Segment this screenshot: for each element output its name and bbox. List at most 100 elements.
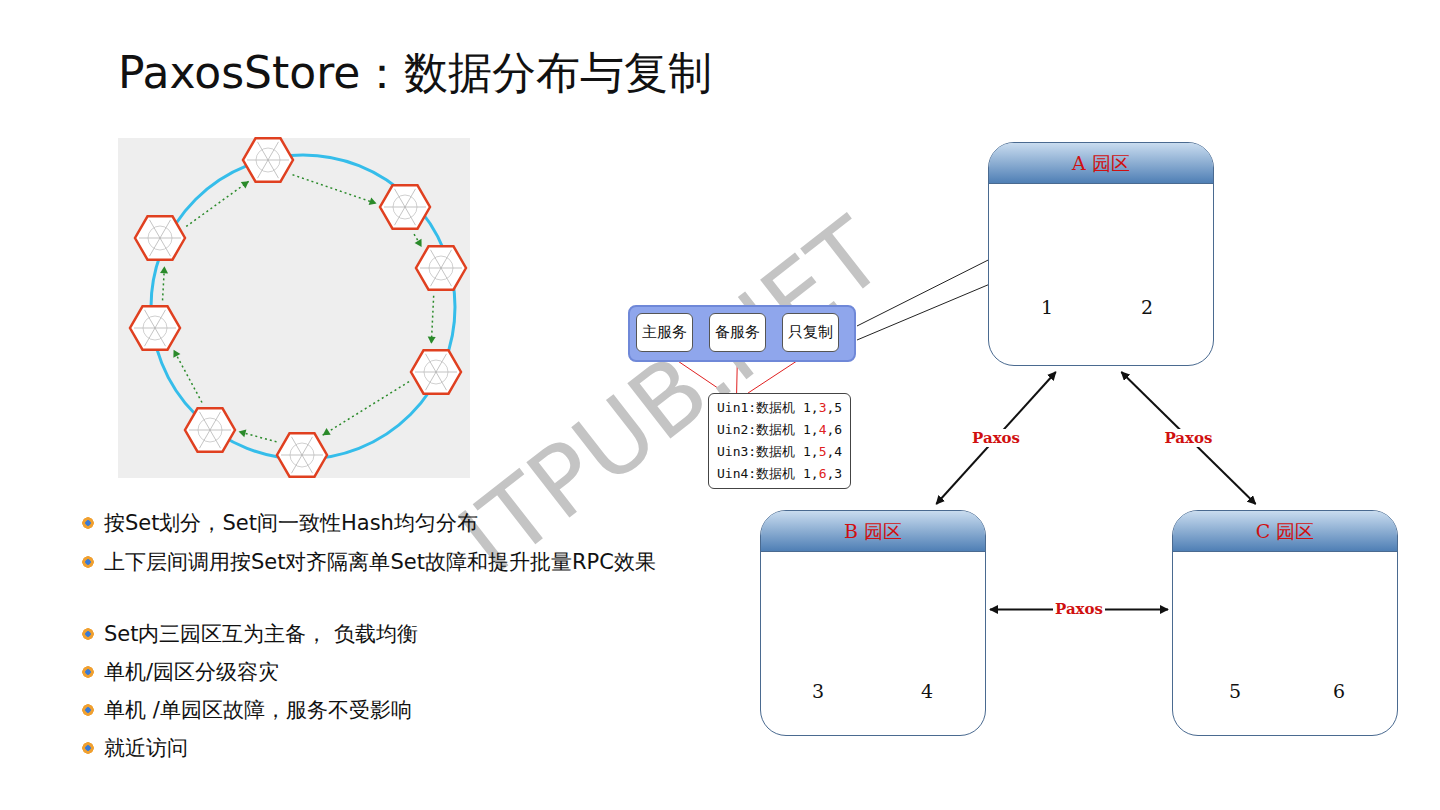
mesh-line xyxy=(431,268,442,286)
ring-arrowhead xyxy=(323,428,331,435)
mesh-line xyxy=(200,412,211,430)
mesh-line xyxy=(258,142,269,160)
mesh-line xyxy=(441,268,452,286)
ring-arrowhead xyxy=(239,430,247,438)
hash-node xyxy=(243,138,293,181)
ring-arrow xyxy=(174,350,202,403)
mesh-line xyxy=(302,455,313,473)
mesh-line xyxy=(384,207,405,208)
park-box: A 园区 xyxy=(988,142,1214,366)
mesh-line xyxy=(258,160,269,178)
mesh-line xyxy=(198,418,222,442)
mesh-line xyxy=(150,220,161,238)
park-name: A 园区 xyxy=(989,143,1213,183)
edge-label: Paxos xyxy=(970,429,1022,447)
mesh-line xyxy=(155,328,176,329)
mesh-line xyxy=(281,455,302,456)
mesh-line xyxy=(290,443,314,467)
service-box: 主服务 xyxy=(636,313,693,352)
server-number: 4 xyxy=(921,680,933,702)
mesh-line xyxy=(405,207,426,208)
mesh-line xyxy=(155,328,166,346)
mesh-line xyxy=(268,160,289,161)
ring-arrow xyxy=(323,382,409,436)
hash-node xyxy=(130,306,180,349)
ring-arrowhead xyxy=(160,266,168,273)
mesh-line xyxy=(210,412,221,430)
mesh-line xyxy=(441,268,462,269)
hash-ring xyxy=(151,155,455,459)
park-name: B 园区 xyxy=(761,511,985,551)
ring-arrowhead xyxy=(428,337,436,344)
park-header: C 园区 xyxy=(1173,511,1397,552)
highlight-number: 6 xyxy=(819,466,827,481)
mesh-line xyxy=(424,360,448,384)
mesh-line xyxy=(292,455,303,473)
mesh-line xyxy=(139,238,160,239)
ring-nodes xyxy=(130,138,466,476)
park-name: C 园区 xyxy=(1173,511,1397,551)
mesh-line xyxy=(431,250,442,268)
park-box: B 园区 xyxy=(760,510,986,736)
mesh-line xyxy=(393,195,417,219)
ring-arrow xyxy=(186,181,249,226)
bullet-text: 单机/园区分级容灾 xyxy=(82,660,714,684)
highlight-number: 4 xyxy=(819,422,827,437)
mesh-line xyxy=(420,268,441,269)
ring-arrow xyxy=(293,175,377,204)
park-header: B 园区 xyxy=(761,511,985,552)
bullet-text: 就近访问 xyxy=(82,736,714,760)
hash-node xyxy=(380,185,430,228)
bullet-text: Set内三园区互为主备， 负载均衡 xyxy=(82,622,714,646)
mesh-line xyxy=(145,310,156,328)
uin-row: Uin4:数据机 1,6,3 xyxy=(717,463,842,485)
mesh-line xyxy=(436,372,447,390)
hash-node xyxy=(411,350,461,393)
mesh-line xyxy=(150,238,161,256)
server-number: 5 xyxy=(1229,680,1241,702)
park-header: A 园区 xyxy=(989,143,1213,184)
mesh-line xyxy=(145,328,156,346)
uin-row: Uin2:数据机 1,4,6 xyxy=(717,419,842,441)
hash-node xyxy=(277,433,327,476)
hash-node xyxy=(416,246,466,289)
paxos-connector xyxy=(1121,372,1255,504)
park-box: C 园区 xyxy=(1172,510,1398,736)
mesh-line xyxy=(268,142,279,160)
service-name: 只复制 xyxy=(788,323,833,341)
service-box: 备服务 xyxy=(709,313,766,352)
mesh-line xyxy=(160,220,171,238)
ring-arrow xyxy=(431,296,433,344)
mesh-line xyxy=(415,372,436,373)
mesh-line xyxy=(292,437,303,455)
uin-row: Uin3:数据机 1,5,4 xyxy=(717,441,842,463)
mesh-line xyxy=(256,148,280,172)
bullet-text: 单机 /单园区故障，服务不受影响 xyxy=(82,698,714,722)
mesh-line xyxy=(405,189,416,207)
mesh-line xyxy=(441,250,452,268)
mesh-line xyxy=(302,437,313,455)
mesh-line xyxy=(148,226,172,250)
uin-row: Uin1:数据机 1,3,5 xyxy=(717,397,842,419)
mesh-line xyxy=(247,160,268,161)
mesh-line xyxy=(426,372,437,390)
slide-title: PaxosStore：数据分布与复制 xyxy=(118,44,712,103)
ring-arrowhead xyxy=(369,198,377,206)
hash-node xyxy=(135,216,185,259)
bullet-text: 上下层间调用按Set对齐隔离单Set故障和提升批量RPC效果 xyxy=(82,550,714,574)
uin-table: Uin1:数据机 1,3,5Uin2:数据机 1,4,6Uin3:数据机 1,5… xyxy=(708,393,851,489)
mesh-line xyxy=(160,238,171,256)
server-number: 3 xyxy=(812,680,824,702)
ring-arrowhead xyxy=(241,181,249,188)
ring-panel xyxy=(118,138,470,478)
ring-arrow xyxy=(414,234,422,247)
hash-node xyxy=(185,408,235,451)
mesh-line xyxy=(210,430,231,431)
service-name: 主服务 xyxy=(642,323,687,341)
server-number: 6 xyxy=(1333,680,1345,702)
bullet-text: 按Set划分，Set间一致性Hash均匀分布 xyxy=(82,511,714,535)
mesh-line xyxy=(155,310,166,328)
mesh-line xyxy=(134,328,155,329)
mesh-line xyxy=(405,207,416,225)
edge-label: Paxos xyxy=(1162,429,1214,447)
